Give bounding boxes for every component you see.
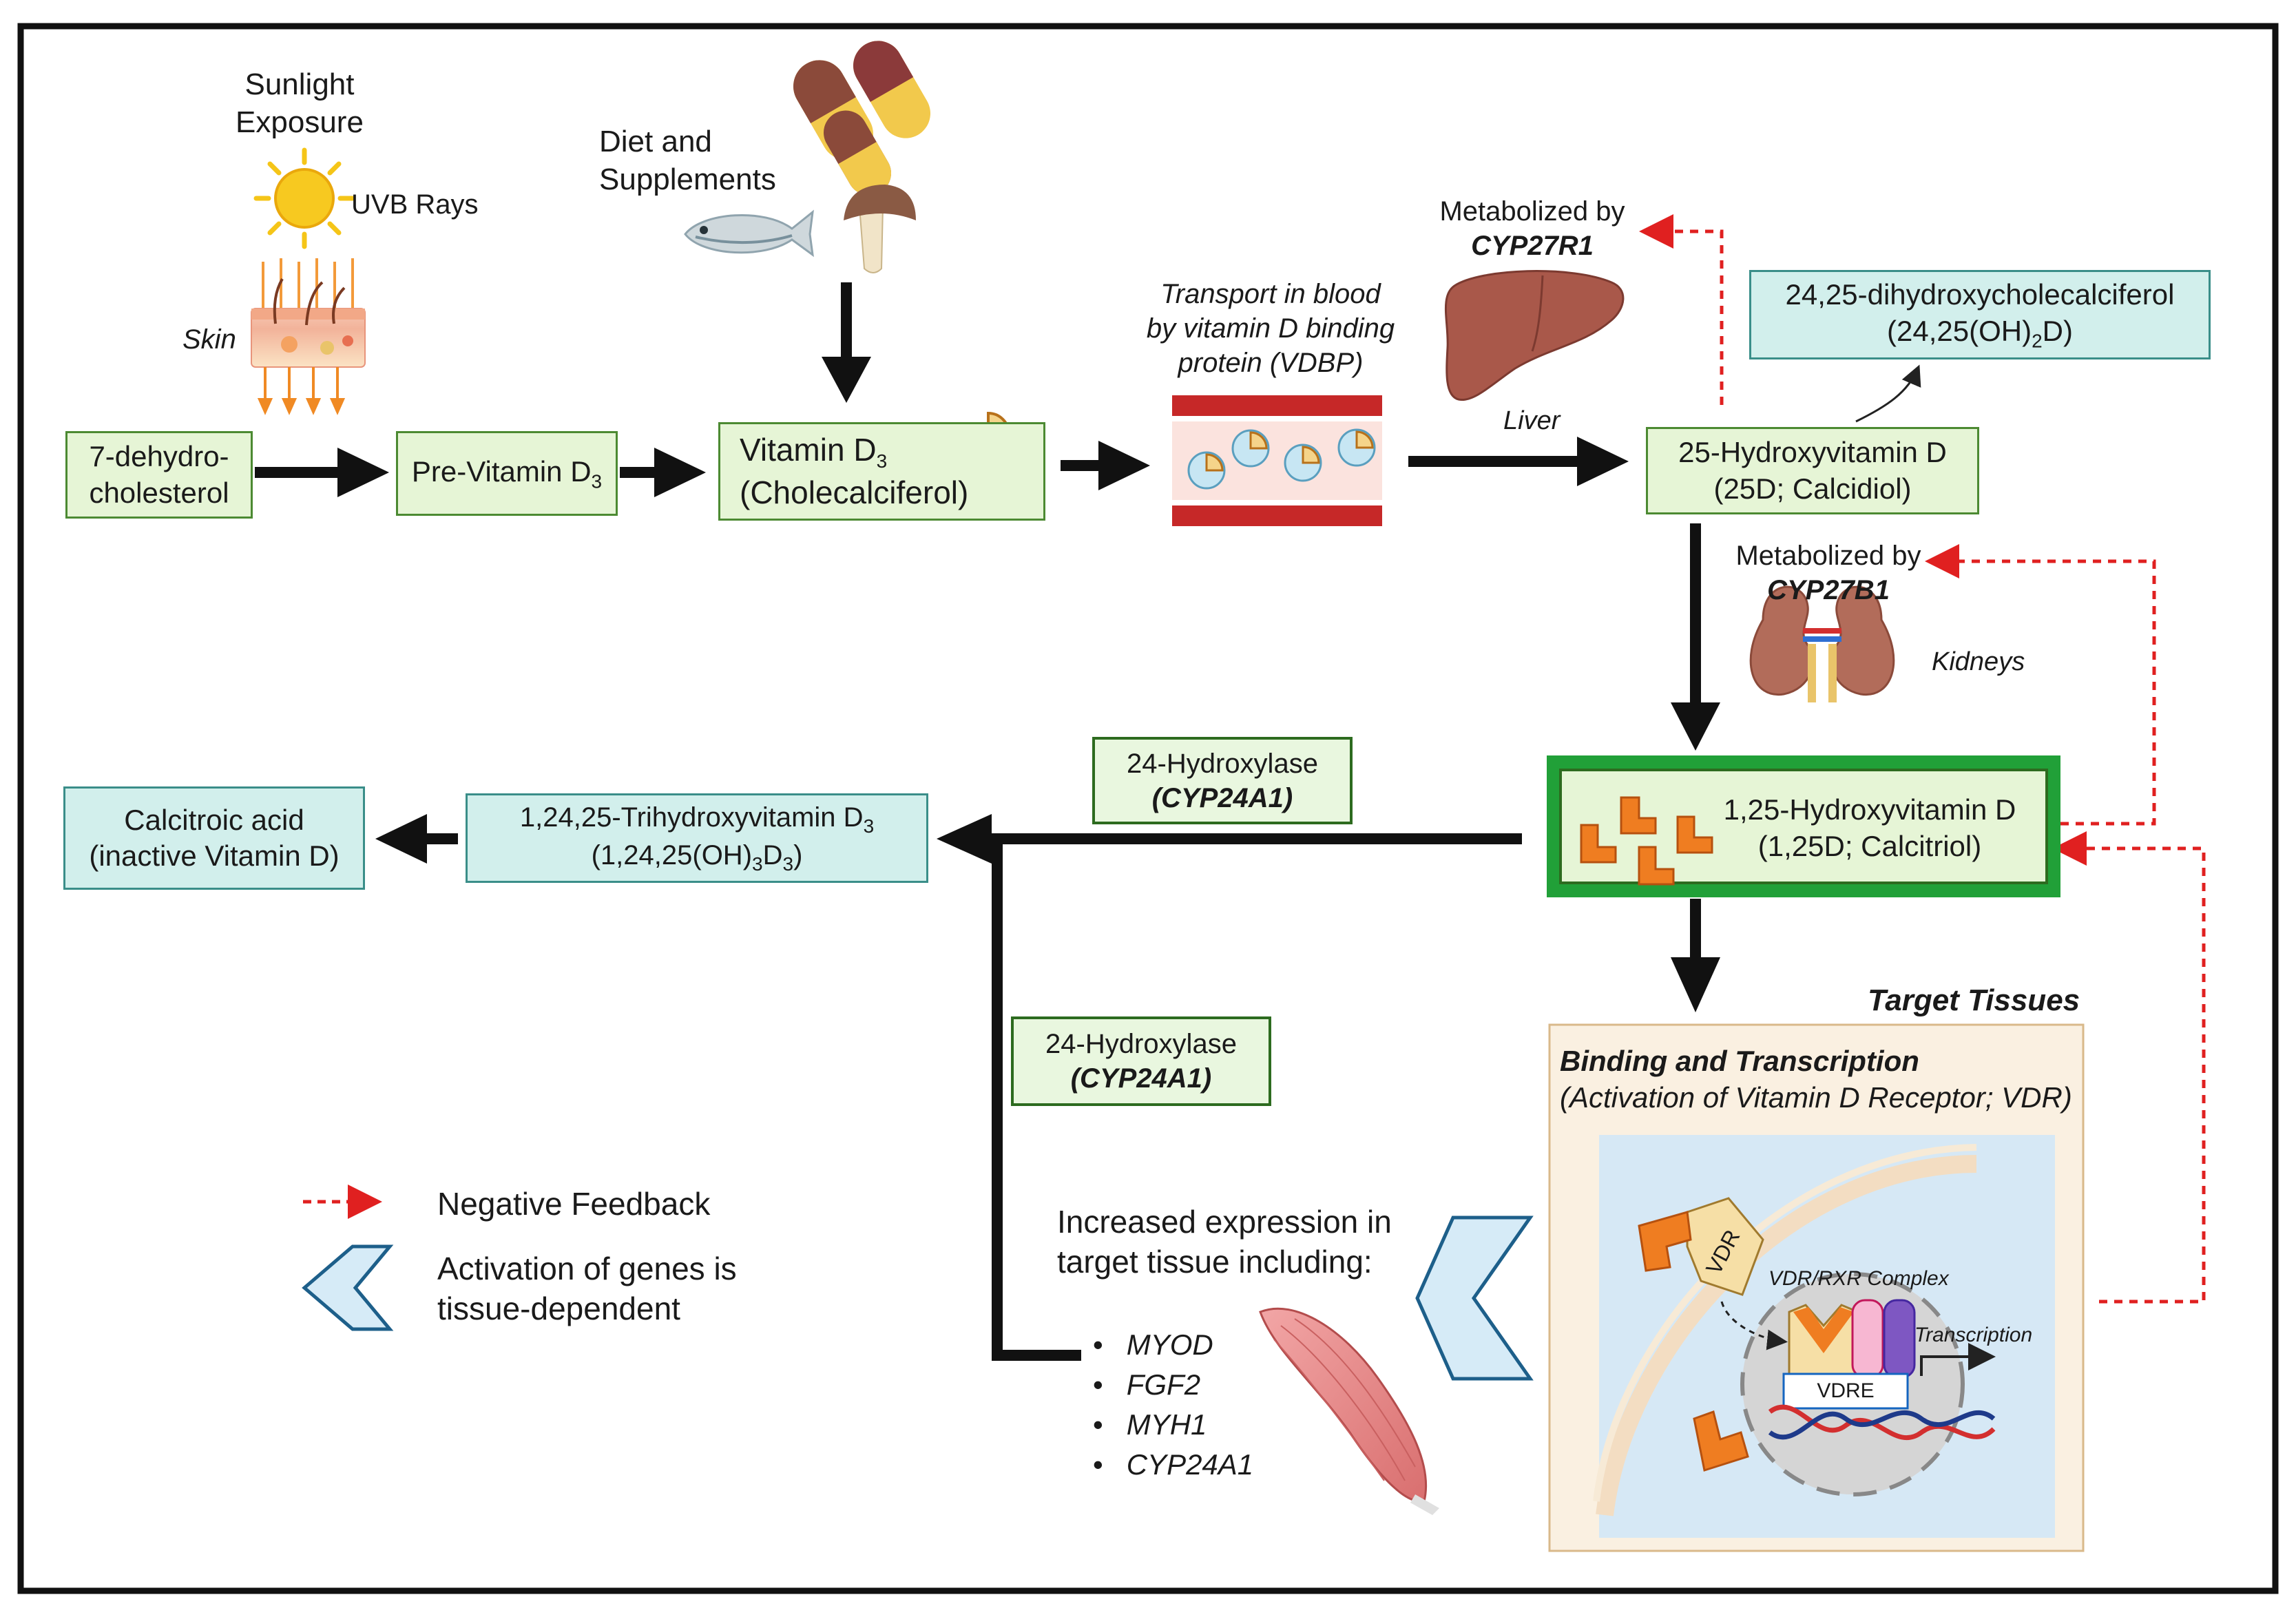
vitamin-d3-label: Vitamin D3 [740,431,888,472]
legend-chevron-icon [302,1244,394,1331]
transcription-label: Transcription [1914,1324,2033,1346]
trihydroxy-label: 1,24,25-Trihydroxyvitamin D3 [519,802,875,837]
hydroxylase-top-gene: (CYP24A1) [1151,782,1293,813]
target-tissues-title: Target Tissues [1868,983,2080,1017]
cholecalciferol-label: (Cholecalciferol) [740,474,969,510]
thin-arrow-24-25 [1855,364,1921,423]
calcitriol-label: 1,25-Hydroxyvitamin D (1,25D; Calcitriol… [1723,793,2016,862]
calcidiol-label: (25D; Calcidiol) [1713,472,1912,505]
diet-label: Diet and Supplements [599,125,776,196]
flow-arrows [255,282,1720,1361]
vdr-rxr-complex-shape [1788,1299,1916,1379]
dihydroxy-box: 24,25-dihydroxycholecalciferol (24,25(OH… [1749,270,2211,359]
uvb-label: UVB Rays [351,189,479,220]
blood-vessel-icon [1172,395,1382,526]
dna-helix [1768,1404,1996,1440]
kidneys-icon [1749,585,1895,702]
vdr-receptor [1638,1197,1764,1296]
calcitroic-label: Calcitroic acid [124,803,304,836]
kidneys-metabolized-label: Metabolized by CYP27B1 [1735,541,1921,605]
previtamin-label: Pre-Vitamin D3 [411,455,603,492]
free-calcitriol-shape [1693,1410,1749,1472]
liver-label: Liver [1503,406,1561,435]
vitamin-d3-box: Vitamin D3 (Cholecalciferol) [718,422,1045,521]
hydroxylase-top-box: 24-Hydroxylase (CYP24A1) [1092,737,1353,824]
fish-icon [684,209,814,258]
liver-icon [1444,270,1625,401]
muscle-icon [1259,1307,1439,1515]
kidneys-label: Kidneys [1932,647,2025,676]
legend-feedback-label: Negative Feedback [437,1186,711,1222]
skin-icon [251,258,366,415]
chevron-big-icon [1415,1216,1534,1381]
calcitriol-shapes [1580,796,1713,886]
previtamin-box: Pre-Vitamin D3 [396,431,618,516]
outer-frame [17,23,2279,1594]
hydroxylase-top-label: 24-Hydroxylase [1127,748,1318,779]
transport-label: Transport in blood by vitamin D binding … [1146,279,1395,378]
dihydroxy-label: 24,25-dihydroxycholecalciferol [1785,278,2175,311]
trihydroxy-formula: (1,24,25(OH)3D3) [591,840,803,875]
gene-item: MYOD [1085,1325,1253,1365]
hydroxy25-label: 25-Hydroxyvitamin D [1678,436,1947,468]
expression-label: Increased expression in target tissue in… [1057,1204,1392,1280]
dehydrocholesterol-box: 7-dehydro-cholesterol [65,431,253,519]
dehydrocholesterol-label: 7-dehydro-cholesterol [89,440,229,509]
gene-item: FGF2 [1085,1365,1253,1405]
inactive-vitamin-d-label: (inactive Vitamin D) [89,839,340,872]
transcription-arrow [1920,1343,1996,1376]
trihydroxy-box: 1,24,25-Trihydroxyvitamin D3 (1,24,25(OH… [466,793,928,883]
gene-item: CYP24A1 [1085,1445,1253,1485]
gene-list: MYOD FGF2 MYH1 CYP24A1 [1085,1325,1253,1485]
vdre-box [1782,1373,1909,1410]
skin-label: Skin [182,324,236,355]
liver-metabolized-label: Metabolized by CYP27R1 [1439,196,1625,261]
hydroxylase-mid-box: 24-Hydroxylase (CYP24A1) [1011,1016,1271,1106]
vdre-label: VDRE [1817,1379,1875,1402]
mushroom-icon [844,185,916,273]
gene-item: MYH1 [1085,1405,1253,1445]
hydroxy25-box: 25-Hydroxyvitamin D (25D; Calcidiol) [1646,427,1979,514]
legend-activation-label: Activation of genes is tissue-dependent [437,1251,737,1326]
calcitroic-box: Calcitroic acid (inactive Vitamin D) [63,786,365,890]
feedback-paths [1639,214,2206,1304]
hydroxylase-mid-gene: (CYP24A1) [1070,1063,1212,1094]
vdr-rxr-complex-label: VDR/RXR Complex [1768,1267,1949,1290]
sun-icon [253,147,355,249]
binding-transcription-label: Binding and Transcription [1560,1045,1919,1077]
hydroxylase-mid-label: 24-Hydroxylase [1045,1029,1237,1059]
dihydroxy-formula: (24,25(OH)2D) [1887,314,2073,351]
activation-vdr-label: (Activation of Vitamin D Receptor; VDR) [1560,1081,2072,1114]
sunlight-label: Sunlight Exposure [236,67,364,139]
capsules-icon [793,41,930,196]
